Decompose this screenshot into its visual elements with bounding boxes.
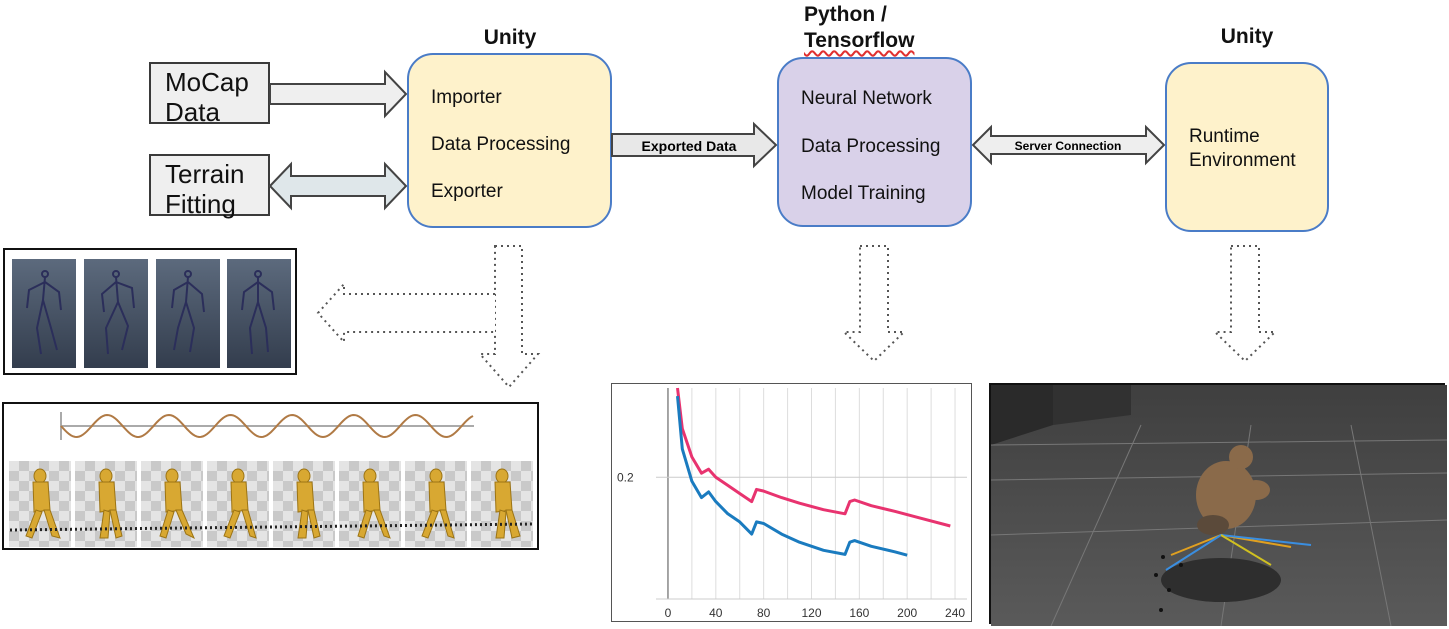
chart-x-tick-label: 160: [849, 606, 869, 620]
runtime-down-dotted-arrow: [1212, 245, 1278, 363]
mocap-line1: MoCap: [165, 67, 249, 97]
unity-item-data-processing: Data Processing: [431, 134, 571, 155]
python-heading-line2: Tensorflow: [804, 29, 915, 52]
unity-left-heading: Unity: [483, 26, 537, 49]
runtime-line1: Runtime: [1189, 126, 1260, 147]
chart-x-tick-label: 200: [897, 606, 917, 620]
skeleton-figures: [26, 270, 275, 355]
chart-x-tick-label: 0: [665, 606, 672, 620]
exported-data-label: Exported Data: [642, 138, 737, 154]
loss-chart-frame: 0 40 80 120 160 200 240 0.2: [611, 383, 972, 622]
python-item-neural-network: Neural Network: [801, 88, 932, 109]
unity-down-dotted-arrow: [477, 245, 541, 389]
python-down-dotted-arrow: [841, 245, 907, 363]
terrain-line1: Terrain: [165, 159, 245, 189]
python-item-data-processing: Data Processing: [801, 136, 941, 157]
skeleton-pose-strip: [3, 248, 297, 375]
terrain-line2: Fitting: [165, 189, 236, 219]
walking-figures: [9, 468, 535, 540]
mocap-line2: Data: [165, 97, 220, 127]
unity-pipeline-panel: Importer Data Processing Exporter: [407, 53, 612, 228]
phase-sine-wave: [60, 412, 474, 440]
terrain-unity-double-arrow: [268, 161, 408, 211]
runtime-panel: Runtime Environment: [1165, 62, 1329, 232]
exported-data-arrow: [611, 121, 778, 169]
python-heading-line1: Python /: [804, 3, 887, 26]
runtime-scene: [991, 385, 1447, 626]
chart-x-tick-label: 120: [801, 606, 821, 620]
chart-series-2-line: [676, 395, 908, 557]
unity-right-heading: Unity: [1220, 25, 1274, 48]
unity-left-dotted-arrow: [316, 281, 495, 345]
runtime-line2: Environment: [1189, 150, 1296, 171]
server-connection-arrow: [971, 124, 1166, 166]
unity-item-exporter: Exporter: [431, 181, 503, 202]
server-connection-label: Server Connection: [1015, 139, 1122, 153]
runtime-screenshot: [989, 383, 1447, 626]
walking-phase-strip: [2, 402, 539, 550]
chart-x-tick-label: 80: [757, 606, 771, 620]
terrain-fitting-box: Terrain Fitting: [149, 154, 270, 219]
chart-x-tick-label: 240: [945, 606, 965, 620]
chart-x-tick-label: 40: [709, 606, 723, 620]
mocap-to-unity-arrow: [269, 69, 408, 119]
loss-chart: 0 40 80 120 160 200 240 0.2: [617, 387, 967, 620]
unity-item-importer: Importer: [431, 87, 502, 108]
chart-series-1-line: [676, 387, 951, 528]
python-heading: Python / Tensorflow: [790, 2, 950, 54]
python-pipeline-panel: Neural Network Data Processing Model Tra…: [777, 57, 972, 227]
chart-y-tick-label: 0.2: [617, 470, 634, 484]
python-item-model-training: Model Training: [801, 183, 926, 204]
